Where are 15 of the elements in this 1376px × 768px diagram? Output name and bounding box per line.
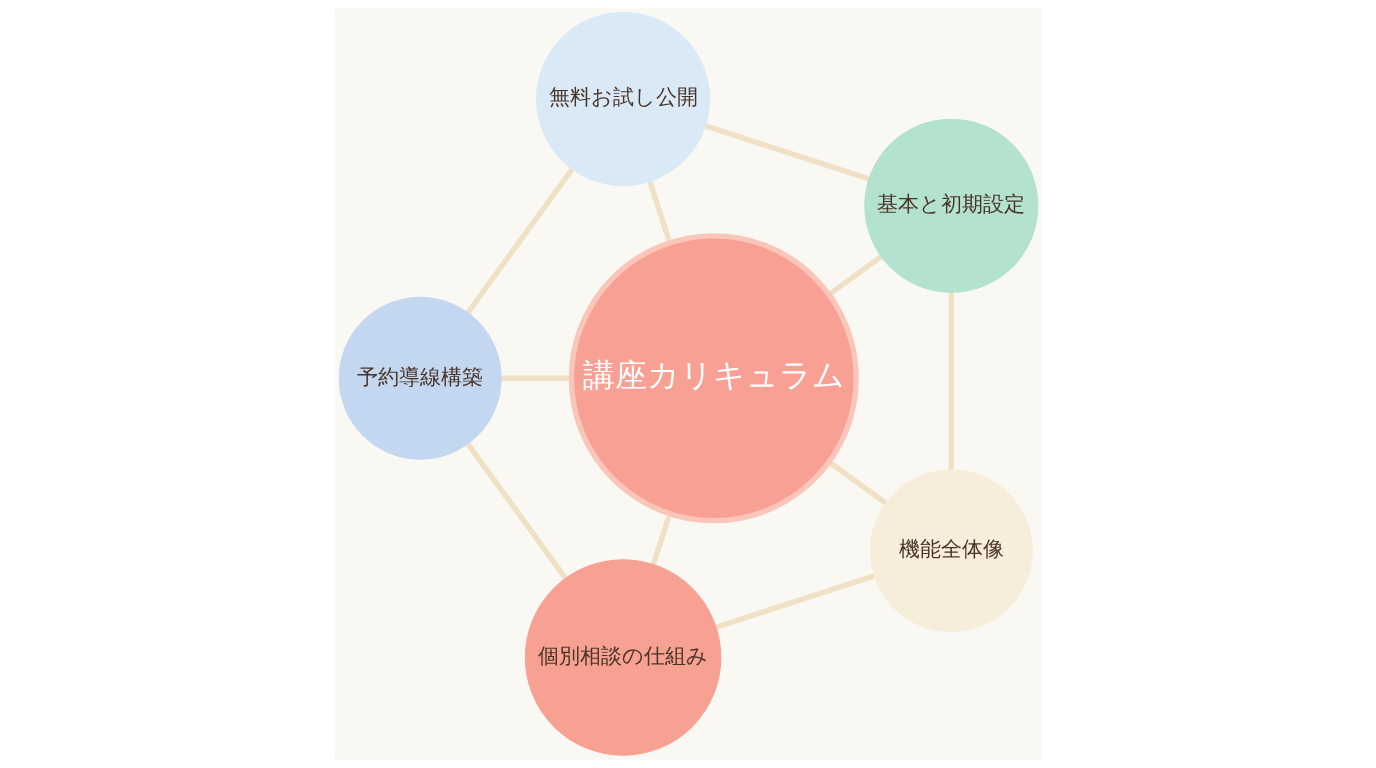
node-circle: 無料お試し公開: [535, 12, 710, 187]
connector: [948, 292, 954, 470]
connector: [827, 254, 883, 297]
connector: [650, 513, 672, 565]
node-circle: 基本と初期設定: [863, 118, 1038, 293]
connector: [714, 573, 875, 630]
connector: [465, 167, 574, 315]
connector: [827, 460, 887, 506]
connector: [465, 442, 568, 580]
node-circle: 講座カリキュラム: [568, 233, 859, 524]
connector: [704, 123, 870, 182]
node-circle: 機能全体像: [869, 469, 1033, 633]
node-circle: 予約導線構築: [338, 296, 502, 460]
connector: [500, 375, 571, 381]
node-circle: 個別相談の仕組み: [524, 559, 721, 756]
